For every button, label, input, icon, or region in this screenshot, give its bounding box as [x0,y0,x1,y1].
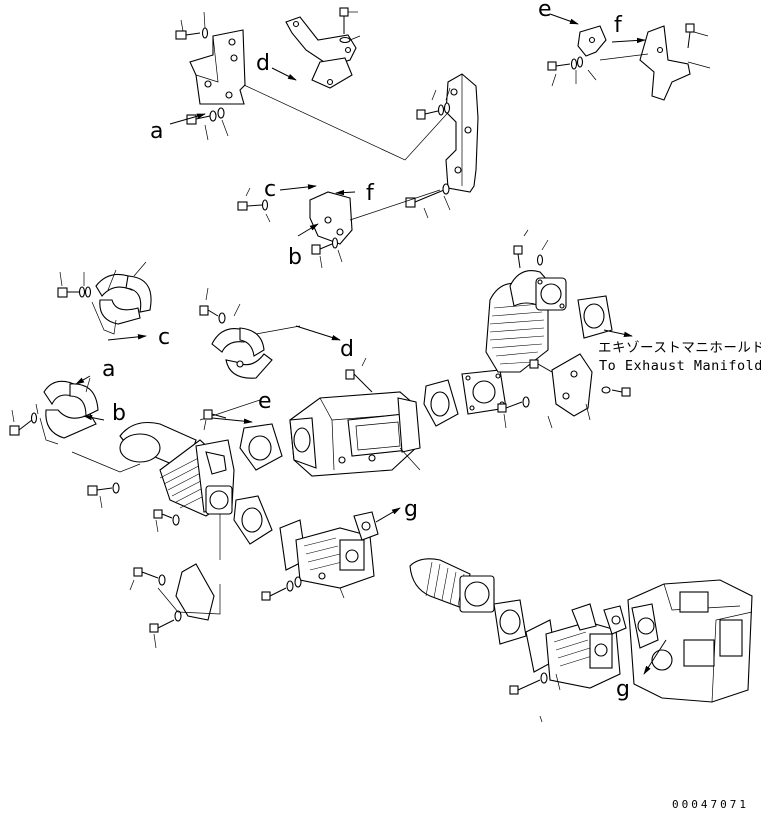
bolt [339,7,361,44]
clamp-assembly-lower-left [9,377,141,473]
bolt [129,567,166,591]
bolt [311,237,343,269]
bolt [261,576,345,601]
label-e-top: e [538,0,552,22]
gasket [493,599,527,645]
exhaust-bellows-pipe-right [485,270,567,373]
clamp-assembly-upper-left [57,261,152,335]
l-bracket-upper [189,29,246,105]
label-a-top: a [150,119,163,144]
bracket-right-mount [497,353,631,429]
bracket-lower-left [129,514,221,649]
gasket [239,423,283,471]
egr-valve-center [279,511,379,589]
bolt [416,87,451,120]
gasket [233,495,273,545]
egr-valve-lower [525,603,627,689]
label-c-middle: c [264,177,276,202]
label-d-center: d [340,337,354,362]
label-c-left: c [158,325,170,350]
bolt [529,359,553,373]
flange-plate [461,369,507,415]
bolt [153,509,180,533]
bolt [87,482,120,509]
bellows [159,451,229,509]
gasket [577,295,613,339]
label-b-middle: b [288,245,302,270]
bolt [611,387,631,397]
bolt [513,229,549,269]
bolt [186,107,229,141]
clamp-assembly-center [199,287,301,379]
note-exhaust-manifold-jp: エキゾーストマニホールドへ [598,340,761,356]
upper-bracket-assembly [175,7,479,269]
bolt [57,271,92,298]
bolt [497,396,530,429]
bolt [175,19,201,40]
gasket [423,379,459,427]
exhaust-bellows-pipe-lower [409,558,495,613]
egr-cooler [289,391,421,477]
bolt [237,187,271,223]
vertical-bracket-right [445,73,479,193]
bracket-c-f [309,189,441,245]
intake-manifold [627,579,753,703]
bracket-d [285,16,357,89]
label-f-top: f [614,13,623,38]
label-g-lower: g [616,677,630,702]
drawing-code: 00047071 [672,798,749,811]
label-b-left: b [112,401,126,426]
label-g-center: g [404,497,418,522]
label-e-center: e [258,389,272,414]
bolt [405,183,451,219]
bracket-e-f-top-right [547,23,711,101]
exhaust-pipe-left [119,399,261,517]
label-d-top: d [256,51,270,76]
note-exhaust-manifold-en: To Exhaust Manifold [599,358,761,374]
bolt [199,287,241,324]
bolt [547,56,597,87]
label-a-left: a [102,357,115,382]
bolt [9,403,39,436]
bolt [149,610,182,649]
bolt [685,23,709,49]
bolt [203,409,227,431]
washer [201,11,209,39]
bolt [345,357,373,393]
reference-arrows [75,13,667,675]
label-f-middle: f [366,181,375,206]
bolt [509,672,561,723]
